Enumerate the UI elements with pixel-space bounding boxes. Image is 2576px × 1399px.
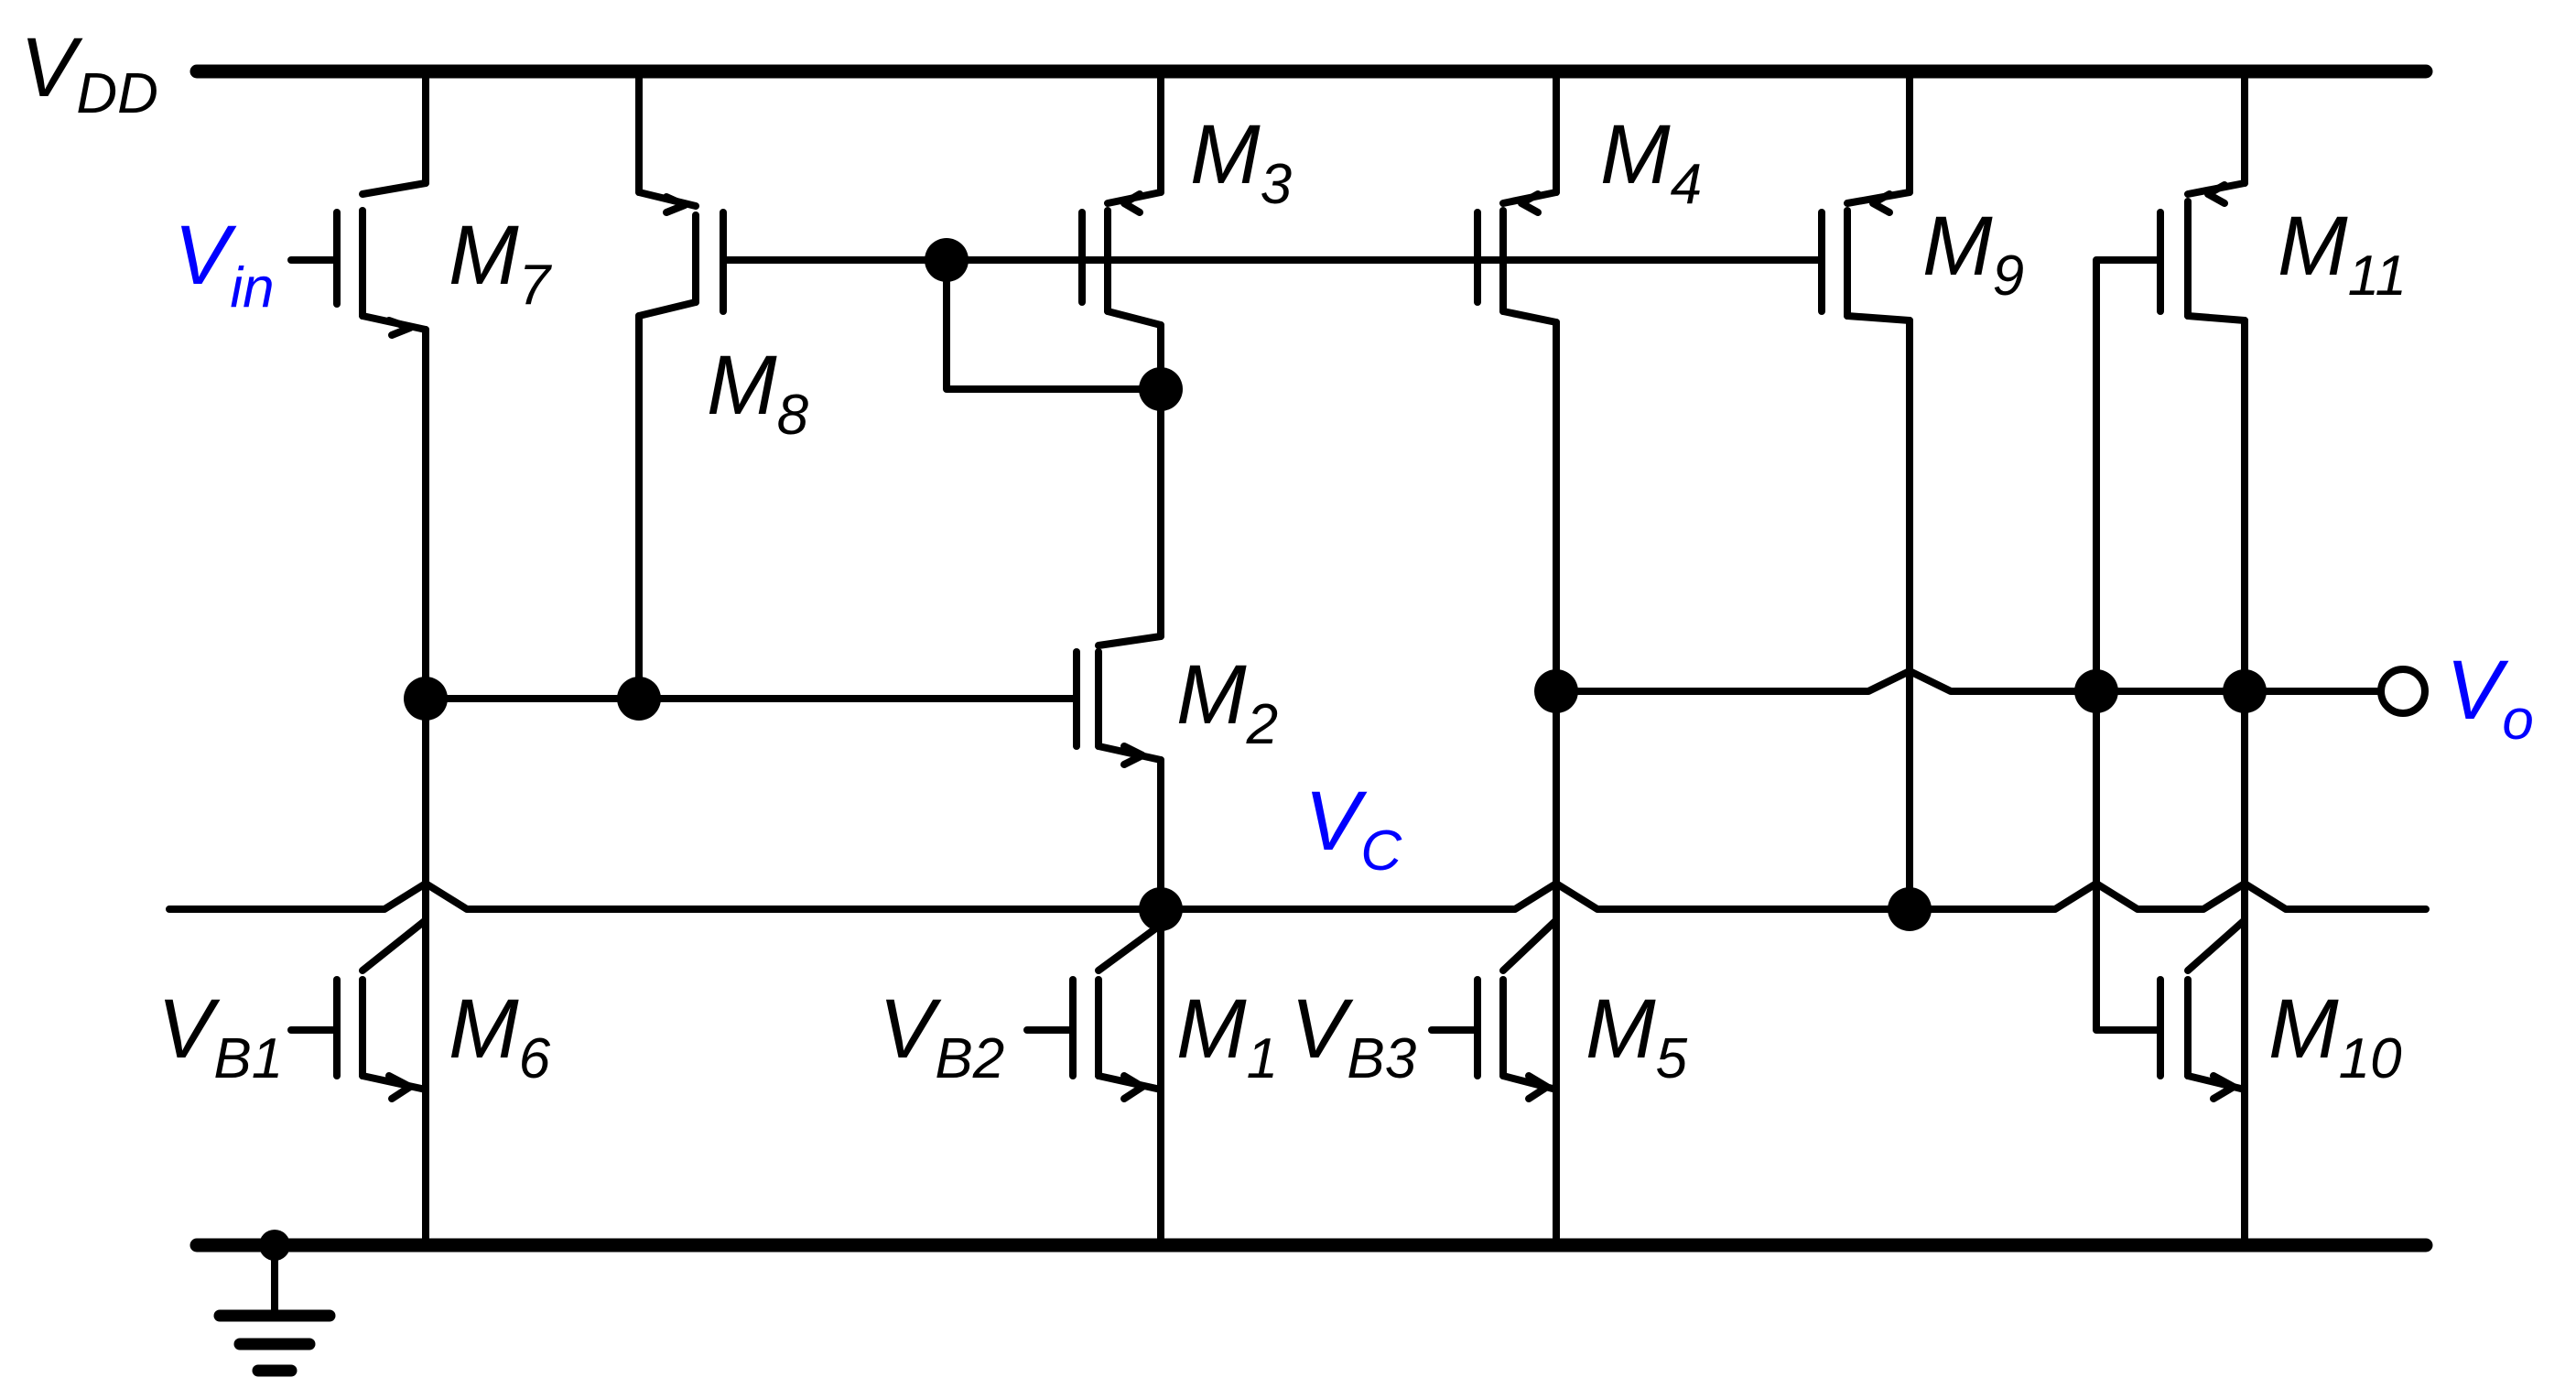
m4-label: M4 (1600, 108, 1702, 216)
transistor-m8 (635, 68, 950, 702)
transistor-m9 (1818, 68, 1913, 906)
m3-diode-wire (943, 256, 1164, 393)
vc-line (166, 880, 2430, 913)
vb1-label: VB1 (157, 982, 283, 1090)
transistor-m2 (1073, 385, 1164, 1249)
transistor-m5 (1428, 916, 1560, 1102)
m9-label: M9 (1922, 200, 2024, 308)
vb2-label: VB2 (879, 982, 1004, 1090)
m6-label: M6 (449, 982, 551, 1090)
transistor-m7 (287, 68, 429, 339)
m2-label: M2 (1176, 648, 1278, 756)
m10-label: M10 (2268, 982, 2402, 1090)
transistor-m6 (287, 916, 429, 1102)
transistor-m3 (943, 68, 1164, 393)
transistor-m11 (2093, 68, 2248, 1249)
transistor-m1 (1023, 921, 1164, 1102)
vb3-label: VB3 (1291, 982, 1416, 1090)
vdd-label: VDD (20, 21, 158, 125)
m11-label: M11 (2278, 200, 2407, 308)
m5-label: M5 (1586, 982, 1688, 1090)
vc-label: VC (1304, 775, 1402, 883)
ground-icon (213, 1230, 336, 1377)
m3-label: M3 (1190, 108, 1292, 216)
transistor-m10 (2157, 916, 2248, 1102)
junction-dots (404, 238, 2267, 931)
transistor-m4 (1474, 68, 1560, 1249)
m7-label: M7 (449, 209, 553, 317)
m8-label: M8 (707, 339, 809, 447)
vin-label: Vin (174, 209, 275, 320)
m1-label: M1 (1176, 982, 1278, 1090)
output-node-wire (1553, 667, 2100, 695)
vo-label: Vo (2446, 644, 2534, 752)
vo-terminal (2377, 666, 2429, 717)
